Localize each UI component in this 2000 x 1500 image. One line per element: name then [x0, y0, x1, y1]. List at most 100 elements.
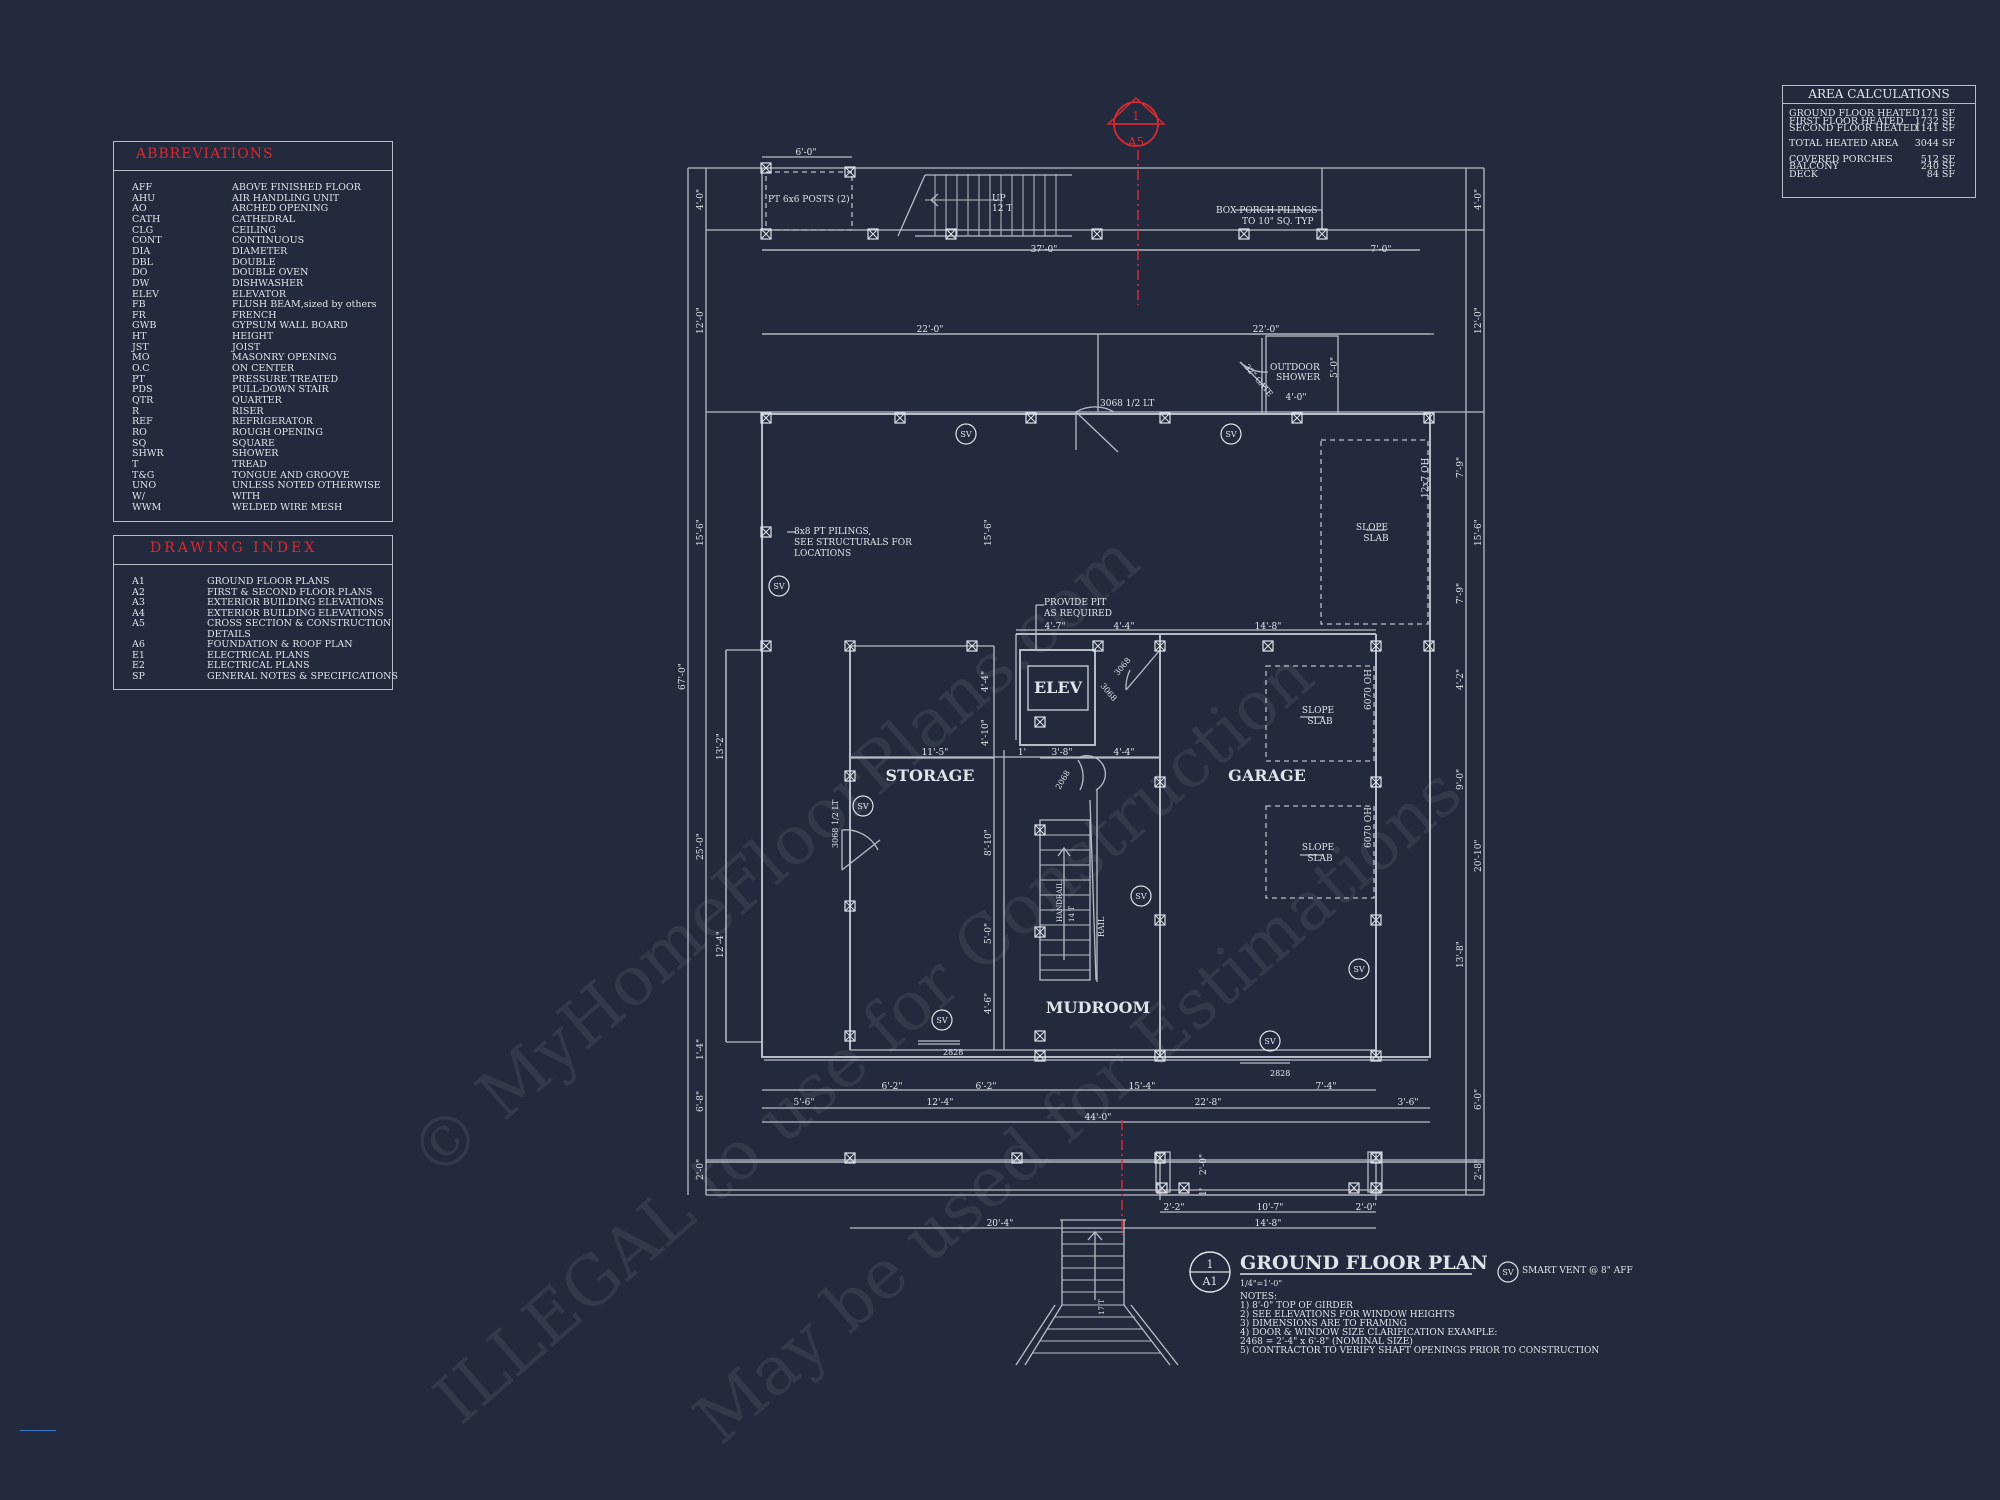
list-item-description: PULL-DOWN STAIR — [232, 384, 329, 396]
note-6070-oh-2: 6070 OH — [1364, 807, 1374, 848]
smart-vent-symbol — [1348, 958, 1370, 980]
list-item-code: CONT — [132, 235, 162, 247]
piling — [1092, 640, 1104, 652]
note-shower: SHOWER — [1276, 373, 1320, 383]
title-detail-number: 1 — [1207, 1258, 1214, 1271]
dim-label: 6'-0" — [1474, 1089, 1484, 1110]
note-stair-14t: 14 T — [1068, 906, 1076, 922]
list-item-code: A5 — [132, 618, 145, 629]
list-item-code: SP — [132, 670, 145, 682]
dim-label: 3'-8" — [1051, 748, 1072, 758]
dim-label: 4'-0" — [696, 189, 706, 210]
note-pilings-2: SEE STRUCTURALS FOR — [794, 538, 912, 548]
note-door-storage: 3068 1/2 LT — [831, 799, 840, 848]
list-item-code: CLG — [132, 224, 154, 236]
list-item-description: REFRIGERATOR — [232, 416, 313, 428]
dim-label: 5'-0" — [1330, 357, 1340, 378]
title-sheet-number: A1 — [1202, 1275, 1218, 1288]
list-item-description: ELEVATOR — [232, 288, 287, 300]
dim-label: 37'-0" — [1031, 245, 1058, 255]
sv-label: SV — [960, 430, 971, 439]
smart-vent-symbol — [955, 423, 977, 445]
dim-label: 44'-0" — [1085, 1113, 1112, 1123]
list-item-code: DBL — [132, 256, 153, 268]
note-line: 3) DIMENSIONS ARE TO FRAMING — [1240, 1318, 1407, 1329]
dim-label: 7'-9" — [1456, 457, 1466, 478]
area-row-value: 1732 SF — [1914, 115, 1955, 127]
dim-label: 15'-6" — [1474, 519, 1484, 546]
note-stair-up: UP — [992, 194, 1006, 204]
list-item-description: CONTINUOUS — [232, 235, 305, 247]
note-pilings-1: 8x8 PT PILINGS, — [794, 527, 871, 537]
list-item-code: AO — [132, 203, 147, 215]
area-calculations-title: AREA CALCULATIONS — [1783, 87, 1975, 104]
dim-label: 6'-2" — [975, 1082, 996, 1092]
list-item-code: E2 — [132, 660, 145, 671]
list-item-code: GWB — [132, 320, 157, 332]
list-item-description: ROUGH OPENING — [232, 426, 323, 438]
smart-vent-symbol — [768, 575, 790, 597]
dim-label: 1' — [1199, 1188, 1209, 1196]
note-slope-3: SLOPE — [1302, 843, 1334, 853]
piling — [1262, 640, 1274, 652]
list-item-description: MASONRY OPENING — [232, 352, 337, 364]
dim-label: 4'-7" — [1044, 622, 1065, 632]
room-label-storage: STORAGE — [886, 766, 975, 785]
note-door-3068-a: 3068 — [1113, 656, 1133, 677]
area-row-value: 171 SF — [1920, 108, 1955, 119]
dim-label: 7'-0" — [1370, 245, 1391, 255]
sv-label: SV — [1264, 1037, 1275, 1046]
dim-label: 6'-8" — [696, 1091, 706, 1112]
list-item-description: AIR HANDLING UNIT — [232, 192, 340, 204]
list-item-description: ELECTRICAL PLANS — [207, 649, 310, 661]
list-item-code: E1 — [132, 649, 145, 661]
note-rail: RAIL — [1097, 916, 1106, 937]
dim-label: 1'-4" — [696, 1039, 706, 1060]
list-item-description: ON CENTER — [232, 363, 295, 375]
list-item-description: DIAMETER — [232, 245, 288, 257]
piling — [1034, 716, 1046, 728]
area-row-value: 512 SF — [1920, 153, 1955, 165]
dim-label: 67'-0" — [678, 663, 688, 690]
area-row-value: 1141 SF — [1914, 123, 1955, 135]
plan-scale: 1/4"=1'-0" — [1240, 1279, 1282, 1288]
list-item-description: CROSS SECTION & CONSTRUCTION — [207, 618, 392, 629]
sv-label: SV — [857, 802, 868, 811]
list-item-code: A6 — [132, 639, 145, 650]
list-item-code: CATH — [132, 213, 161, 225]
list-item-description: ELECTRICAL PLANS — [207, 660, 310, 671]
dim-label: 2'-0" — [1199, 1154, 1209, 1175]
dimension-labels: 6'-0" 37'-0" 7'-0" 22'-0" 22'-0" 4'-0" 5… — [678, 148, 1484, 1229]
note-door-3068-b: 3068 — [1098, 682, 1118, 703]
list-item-description: HEIGHT — [232, 331, 274, 343]
abbreviations-title-text: ABBREVIATIONS — [136, 146, 274, 162]
section-marker-sheet: A5 — [1127, 135, 1144, 149]
dim-label: 20'-10" — [1474, 839, 1484, 872]
list-item-description: SQUARE — [232, 437, 275, 449]
list-item-description: DOUBLE — [232, 256, 276, 268]
area-row-label: TOTAL HEATED AREA — [1789, 138, 1899, 150]
dim-label: 22'-8" — [1195, 1098, 1222, 1108]
drawing-index-title-text: DRAWING INDEX — [150, 540, 318, 556]
abbreviations-title: ABBREVIATIONS — [114, 142, 392, 171]
dim-label: 4'-0" — [1285, 393, 1306, 403]
list-item-code: RO — [132, 426, 147, 438]
dim-label: 20'-4" — [987, 1219, 1014, 1229]
room-label-elev: ELEV — [1034, 678, 1083, 697]
list-item-code: JST — [132, 341, 149, 353]
dim-label: 4'-4" — [1113, 748, 1134, 758]
room-label-garage: GARAGE — [1228, 766, 1306, 785]
note-6070-oh-1: 6070 OH — [1364, 669, 1374, 710]
area-row-value: 3044 SF — [1914, 138, 1955, 150]
area-row-label: SECOND FLOOR HEATED — [1789, 123, 1918, 135]
list-item-description: CATHEDRAL — [232, 213, 296, 225]
pilings — [760, 162, 1435, 1194]
note-slab-3: SLAB — [1307, 854, 1333, 864]
dim-label: 3'-6" — [1397, 1098, 1418, 1108]
title-block: 1 A1 GROUND FLOOR PLAN 1/4"=1'-0" SV SMA… — [1189, 1251, 1633, 1356]
dim-label: 12'-0" — [1474, 307, 1484, 334]
area-row-value: 84 SF — [1926, 168, 1955, 180]
list-item-code: MO — [132, 352, 150, 364]
